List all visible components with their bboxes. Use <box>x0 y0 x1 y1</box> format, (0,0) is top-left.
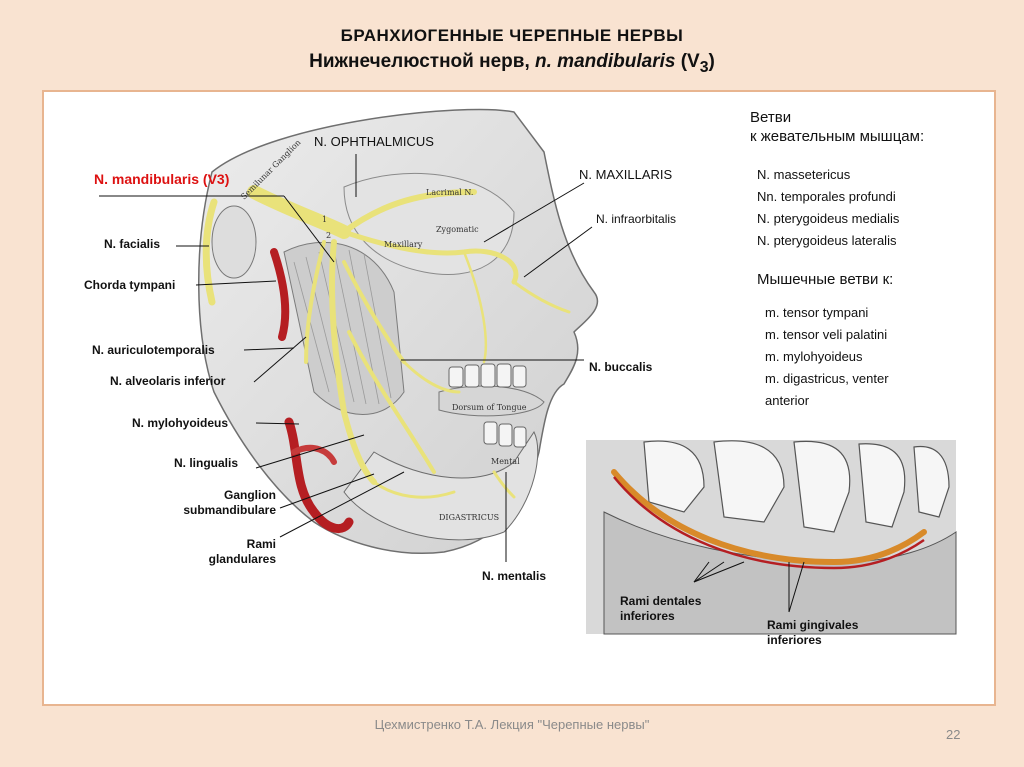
anatomical-illustration: Semilunar Ganglion Lacrimal N. Zygomatic… <box>99 108 957 635</box>
label-buccalis: N. buccalis <box>589 360 653 374</box>
artery-upper <box>270 248 290 341</box>
label-lingualis: N. lingualis <box>174 456 239 470</box>
closeup-teeth <box>643 440 950 533</box>
branches-heading: Ветви к жевательным мышцам: <box>750 109 925 145</box>
maxillary-text: Maxillary <box>384 240 423 249</box>
muscle-item: m. tensor tympani <box>765 305 869 320</box>
upper-teeth <box>448 363 527 388</box>
mandibularis-sub: 3 <box>216 171 225 187</box>
muscle-item: m. mylohyoideus <box>765 349 863 364</box>
lower-teeth <box>483 421 527 448</box>
ear-region <box>211 205 257 279</box>
branch-item: N. pterygoideus medialis <box>757 211 900 226</box>
mandible <box>343 431 539 541</box>
label-mentalis: N. mentalis <box>482 569 547 583</box>
artery-lower <box>284 417 354 533</box>
trigeminal-nerves <box>247 185 571 499</box>
zygomatic-text: Zygomatic <box>436 225 479 234</box>
subtitle-latin: n. mandibularis <box>535 51 676 72</box>
muscle-list: m. tensor tympani m. tensor veli palatin… <box>765 302 889 412</box>
branch-item: N. pterygoideus lateralis <box>757 233 897 248</box>
page-number: 22 <box>946 727 961 742</box>
muscle-item: m. digastricus, venter <box>765 371 889 386</box>
label-infraorbitalis: N. infraorbitalis <box>596 212 677 226</box>
branches-list: N. massetericus Nn. temporales profundi … <box>757 164 899 252</box>
mental-text: Mental <box>491 457 520 466</box>
mandibularis-end: ) <box>224 171 230 187</box>
subtitle-subscript: 3 <box>699 58 709 76</box>
label-rami-glandulares: Rami glandulares <box>208 537 276 566</box>
muscle-item: anterior <box>765 393 810 408</box>
label-chorda-tympani: Chorda tympani <box>84 278 176 292</box>
muscle-heading: Мышечные ветви к: <box>757 271 894 288</box>
label-facialis: N. facialis <box>104 237 161 251</box>
subtitle-suffix: (V <box>675 51 700 72</box>
label-auriculotemporalis: N. auriculotemporalis <box>92 343 215 357</box>
lacrimal-text: Lacrimal N. <box>426 188 473 197</box>
branch-item: Nn. temporales profundi <box>757 189 896 204</box>
closeup-nerve <box>611 469 927 566</box>
label-mylohyoideus: N. mylohyoideus <box>132 416 229 430</box>
label-mandibularis: N. mandibularis (V3) <box>94 172 229 187</box>
mandibularis-suffix: (V <box>199 171 217 187</box>
muscle-item: m. tensor veli palatini <box>765 327 888 342</box>
subtitle-end: ) <box>708 51 715 72</box>
branch-num-1: 1 <box>322 215 327 224</box>
label-ganglion-submandibulare: Ganglion submandibulare <box>183 488 276 517</box>
label-rami-dentales: Rami dentales inferiores <box>620 594 702 623</box>
slide-title: БРАНХИОГЕННЫЕ ЧЕРЕПНЫЕ НЕРВЫ <box>340 26 684 45</box>
dorsum-tongue-text: Dorsum of Tongue <box>452 403 527 412</box>
footer-lecture: Цехмистренко Т.А. Лекция "Черепные нервы… <box>374 717 650 732</box>
subtitle-russian: Нижнечелюстной нерв, <box>309 51 536 72</box>
artery-branch <box>291 444 337 465</box>
content-panel: Semilunar Ganglion Lacrimal N. Zygomatic… <box>42 90 996 706</box>
facial-nerve <box>202 198 218 306</box>
branch-num-2: 2 <box>326 231 331 240</box>
slide-subtitle: Нижнечелюстной нерв, n. mandibularis (V3… <box>0 51 1024 77</box>
label-ophthalmicus: N. OPHTHALMICUS <box>314 134 434 149</box>
pointer-lines <box>99 154 805 613</box>
label-alveolaris-inferior: N. alveolaris inferior <box>110 374 226 388</box>
mandibularis-text: N. mandibularis <box>94 171 200 187</box>
closeup-artery <box>613 476 925 570</box>
digastricus-text: DIGASTRICUS <box>439 513 499 522</box>
label-rami-gingivales: Rami gingivales inferiores <box>767 618 859 647</box>
label-maxillaris: N. MAXILLARIS <box>579 167 673 182</box>
branch-item: N. massetericus <box>757 167 851 182</box>
